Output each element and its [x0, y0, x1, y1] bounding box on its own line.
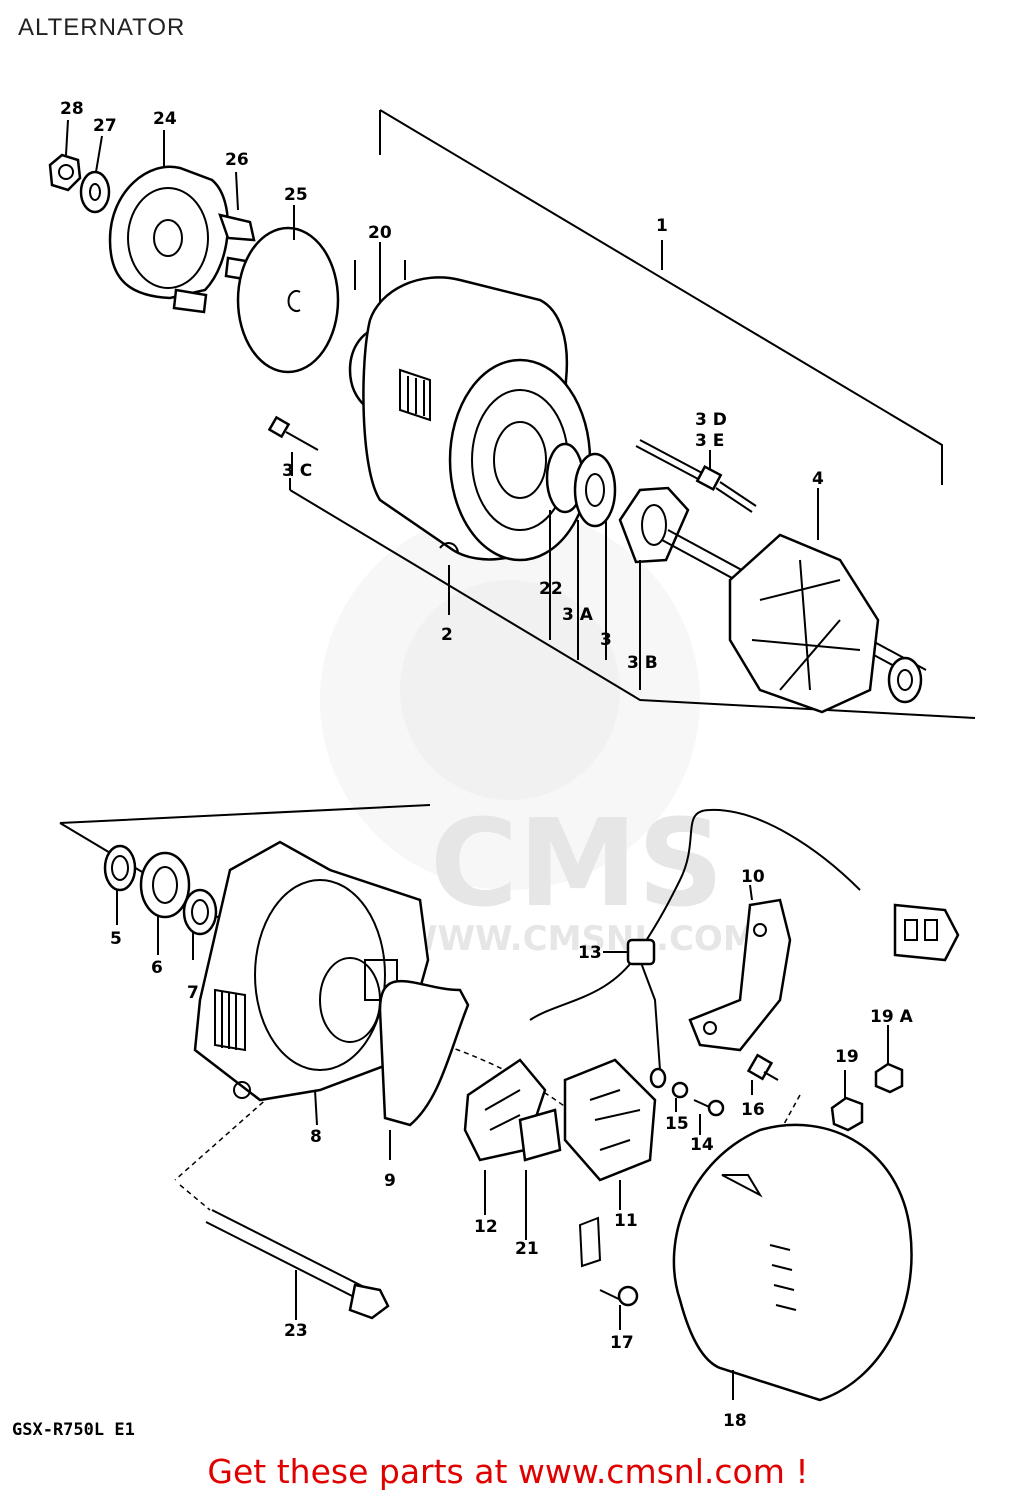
nut-19a [874, 1025, 904, 1094]
callout-13: 13 [578, 943, 602, 963]
callout-21: 21 [515, 1239, 539, 1259]
callout-22: 22 [539, 579, 563, 599]
group-line-upper [289, 489, 976, 719]
callout-9: 9 [384, 1171, 396, 1191]
callout-16: 16 [741, 1100, 765, 1120]
screw-14 [693, 1099, 725, 1135]
callout-3c: 3 C [282, 461, 312, 481]
callout-8: 8 [310, 1127, 322, 1147]
callout-17: 17 [610, 1333, 634, 1353]
washer-5 [103, 844, 137, 925]
callout-2: 2 [441, 625, 453, 645]
callout-26: 26 [225, 150, 249, 170]
callout-15: 15 [665, 1114, 689, 1134]
retainer-3b [618, 486, 690, 690]
wire-13 [529, 808, 861, 1089]
callout-11: 11 [614, 1211, 638, 1231]
sensor-10 [688, 884, 792, 1052]
callout-6: 6 [151, 958, 163, 978]
washer-15 [671, 1081, 689, 1112]
callout-3e: 3 E [695, 431, 724, 451]
brush-21 [518, 1108, 562, 1240]
callout-19a: 19 A [870, 1007, 914, 1027]
callout-3a: 3 A [562, 605, 594, 625]
nut-19 [830, 1070, 864, 1132]
bearing-3 [573, 452, 617, 660]
callout-14: 14 [690, 1135, 714, 1155]
watermark-brand: CMS [430, 795, 724, 934]
ring-7 [182, 888, 218, 960]
cover-25 [236, 205, 340, 374]
washer-27 [79, 135, 111, 214]
callout-3: 3 [600, 630, 612, 650]
model-code: GSX-R750L E1 [12, 1420, 135, 1440]
regulator-11 [563, 1058, 657, 1210]
bracket-assembly-1 [379, 109, 943, 485]
callout-labels: 28 27 24 26 25 20 1 3 D 3 E 3 C 4 22 3 A… [60, 99, 914, 1431]
callout-5: 5 [110, 929, 122, 949]
callout-25: 25 [284, 185, 308, 205]
callout-28: 28 [60, 99, 84, 119]
callout-18: 18 [723, 1411, 747, 1431]
bolt-23 [205, 1209, 390, 1320]
promo-footer[interactable]: Get these parts at www.cmsnl.com ! [207, 1452, 809, 1491]
callout-23: 23 [284, 1321, 308, 1341]
pulley-24 [108, 130, 230, 300]
callout-10: 10 [741, 867, 765, 887]
screw-17 [578, 1216, 639, 1330]
dash-line-1 [174, 1095, 271, 1181]
callout-24: 24 [153, 109, 177, 129]
plate-9 [378, 979, 470, 1160]
callout-7: 7 [187, 983, 199, 1003]
screw-16 [746, 1053, 779, 1095]
callout-3d: 3 D [695, 410, 727, 430]
bearing-6 [139, 851, 191, 955]
callout-27: 27 [93, 116, 117, 136]
callout-3b: 3 B [627, 653, 658, 673]
rotor-4 [661, 488, 927, 714]
page-title: ALTERNATOR [18, 14, 186, 41]
upper-assembly [48, 109, 976, 719]
callout-4: 4 [812, 469, 824, 489]
callout-20: 20 [368, 223, 392, 243]
housing-2 [362, 276, 592, 615]
connector [893, 903, 960, 962]
callout-19: 19 [835, 1047, 859, 1067]
nut-28 [48, 119, 82, 192]
callout-12: 12 [474, 1217, 498, 1237]
watermark-url: WWW.CMSNL.COM [400, 919, 757, 959]
lower-assembly [59, 804, 960, 1402]
screw-3d-3e [635, 439, 757, 513]
callout-1: 1 [656, 216, 668, 236]
cover-18 [672, 1123, 913, 1402]
bolt-3c [267, 415, 319, 476]
